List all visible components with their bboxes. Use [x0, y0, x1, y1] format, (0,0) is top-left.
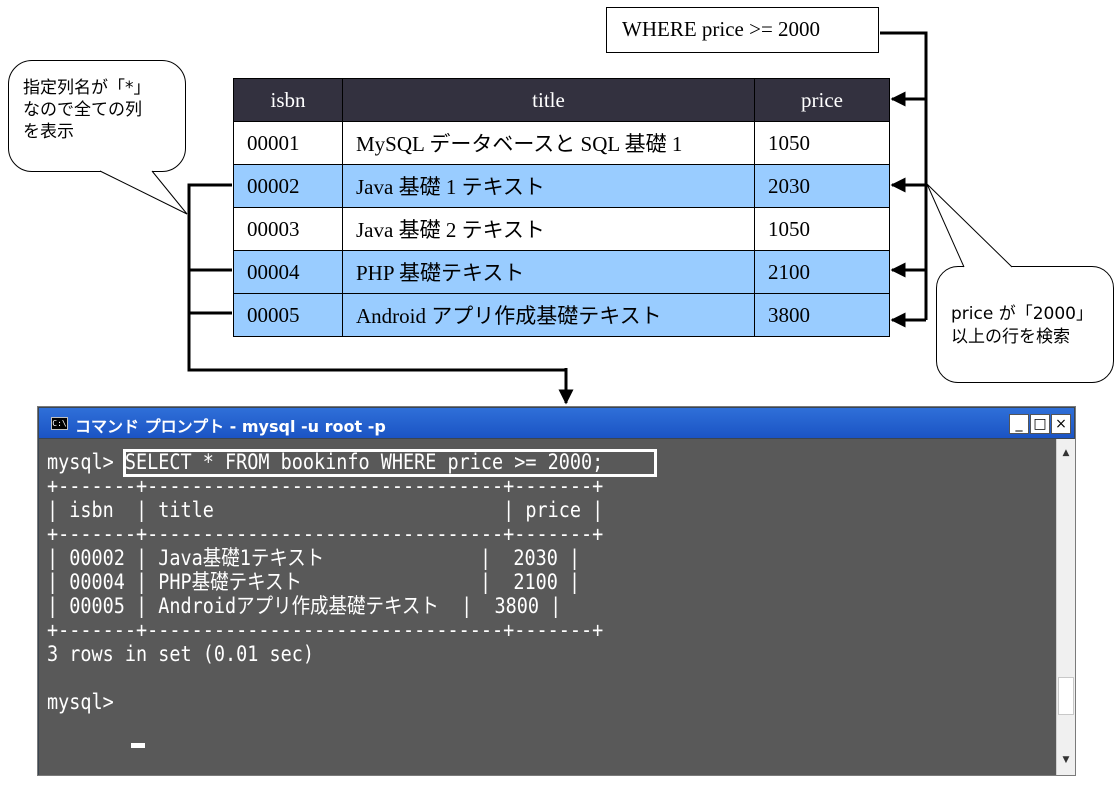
cell-title: PHP 基礎テキスト — [342, 250, 755, 294]
table-row: 00002 Java 基礎 1 テキスト 2030 — [233, 164, 890, 208]
where-clause-box: WHERE price >= 2000 — [606, 7, 879, 53]
callout-right-line-1: price が「2000」 — [951, 304, 1093, 324]
header-price: price — [754, 78, 890, 122]
callout-select-all-columns: 指定列名が「*」 なので全ての列 を表示 — [8, 60, 186, 172]
header-title: title — [342, 78, 755, 122]
scroll-up-arrow-icon[interactable]: ▲ — [1062, 448, 1070, 458]
scroll-thumb[interactable] — [1058, 677, 1074, 715]
cell-isbn: 00002 — [233, 164, 343, 208]
close-button[interactable]: × — [1051, 414, 1071, 434]
minimize-button[interactable]: _ — [1009, 414, 1029, 434]
console-text: mysql> SELECT * FROM bookinfo WHERE pric… — [47, 450, 604, 714]
callout-right-tail-fill — [927, 184, 1012, 267]
cell-title: MySQL データベースと SQL 基礎 1 — [342, 121, 755, 165]
cell-isbn: 00005 — [233, 293, 343, 337]
window-titlebar[interactable]: C:\ コマンド プロンプト - mysql -u root -p _ □ × — [39, 408, 1074, 438]
callout-left-line-1: 指定列名が「*」 — [23, 78, 151, 98]
table-row: 00001 MySQL データベースと SQL 基礎 1 1050 — [233, 121, 890, 165]
cell-price: 1050 — [754, 207, 890, 251]
callout-left-tail — [99, 170, 188, 215]
table-row: 00003 Java 基礎 2 テキスト 1050 — [233, 207, 890, 251]
cell-price: 2030 — [754, 164, 890, 208]
sql-command-highlight — [123, 449, 657, 477]
vertical-scrollbar[interactable]: ▲ ▼ — [1056, 439, 1075, 775]
cell-title: Android アプリ作成基礎テキスト — [342, 293, 755, 337]
callout-right-tail — [926, 183, 1013, 268]
table-row: 00005 Android アプリ作成基礎テキスト 3800 — [233, 293, 890, 337]
cell-price: 1050 — [754, 121, 890, 165]
maximize-button[interactable]: □ — [1030, 414, 1050, 434]
callout-right-tail-outline — [926, 183, 1013, 268]
scroll-down-arrow-icon[interactable]: ▼ — [1062, 755, 1070, 765]
window-title: コマンド プロンプト - mysql -u root -p — [75, 417, 386, 436]
cell-title: Java 基礎 1 テキスト — [342, 164, 755, 208]
cell-price: 3800 — [754, 293, 890, 337]
cell-isbn: 00004 — [233, 250, 343, 294]
bookinfo-table: isbn title price 00001 MySQL データベースと SQL… — [233, 78, 890, 337]
table-row: 00004 PHP 基礎テキスト 2100 — [233, 250, 890, 294]
callout-left-line-3: を表示 — [23, 122, 74, 142]
table-header-row: isbn title price — [233, 78, 890, 122]
callout-right-line-2: 以上の行を検索 — [951, 327, 1070, 347]
command-prompt-window[interactable]: C:\ コマンド プロンプト - mysql -u root -p _ □ × … — [37, 406, 1076, 776]
console-output[interactable]: mysql> SELECT * FROM bookinfo WHERE pric… — [39, 439, 1056, 775]
cmd-icon: C:\ — [51, 417, 68, 430]
callout-left-line-2: なので全ての列 — [23, 100, 142, 120]
cell-title: Java 基礎 2 テキスト — [342, 207, 755, 251]
cell-price: 2100 — [754, 250, 890, 294]
text-cursor — [131, 743, 145, 748]
cell-isbn: 00001 — [233, 121, 343, 165]
header-isbn: isbn — [233, 78, 343, 122]
callout-left-tail-fill — [100, 171, 187, 214]
callout-left-tail-outline — [99, 170, 188, 215]
callout-price-filter: price が「2000」 以上の行を検索 — [936, 266, 1114, 383]
cell-isbn: 00003 — [233, 207, 343, 251]
